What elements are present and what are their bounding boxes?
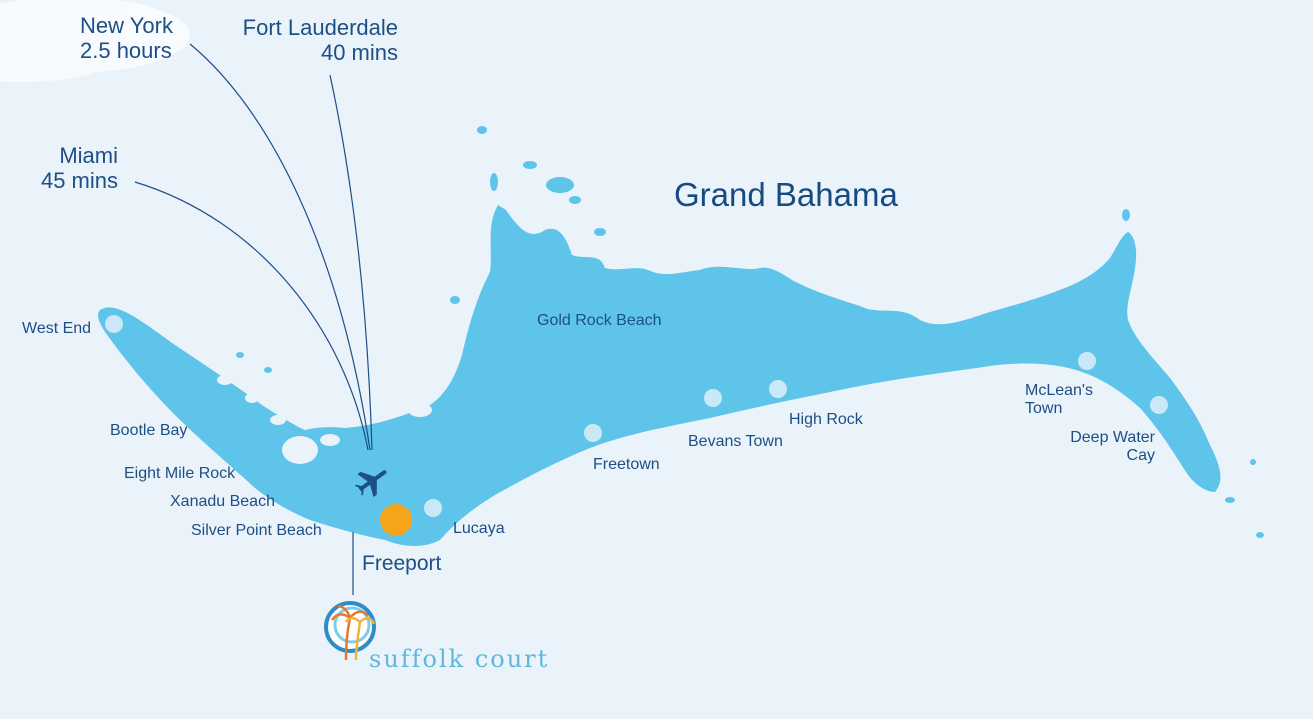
place-label-deep-water-cay: Deep Water Cay — [1070, 429, 1155, 465]
route-origin: New York — [80, 13, 173, 38]
place-label-bootle-bay: Bootle Bay — [110, 422, 188, 439]
place-label-west-end: West End — [22, 320, 92, 337]
route-label-fort-lauderdale: Fort Lauderdale 40 mins — [240, 15, 398, 66]
marker-lucaya — [424, 499, 442, 517]
marker-deep-water-cay — [1150, 396, 1168, 414]
route-label-miami: Miami 45 mins — [20, 143, 118, 194]
route-line-new-york — [189, 43, 371, 451]
marker-mcleans-town — [1078, 352, 1096, 370]
airplane-icon — [354, 470, 387, 498]
brand-name: suffolk court — [369, 645, 550, 673]
island-grand-bahama — [97, 205, 1221, 546]
place-label-silver-point-beach: Silver Point Beach — [191, 522, 322, 539]
route-line-miami — [134, 181, 369, 451]
place-label-freetown: Freetown — [593, 456, 660, 473]
route-time: 40 mins — [320, 40, 398, 66]
cloud-decoration — [0, 0, 190, 82]
route-label-new-york: New York 2.5 hours — [80, 13, 173, 64]
route-origin: Miami — [59, 143, 118, 168]
marker-west-end — [105, 315, 123, 333]
route-origin: Fort Lauderdale — [242, 15, 398, 40]
marker-bevans-town — [704, 389, 722, 407]
place-label-xanadu-beach: Xanadu Beach — [170, 493, 275, 510]
place-label-gold-rock-beach: Gold Rock Beach — [537, 312, 662, 329]
small-cays — [236, 126, 1264, 538]
location-markers — [105, 315, 1168, 517]
place-label-high-rock: High Rock — [789, 411, 863, 428]
place-label-eight-mile-rock: Eight Mile Rock — [124, 465, 236, 482]
hub-label-freeport: Freeport — [362, 552, 442, 575]
flight-routes — [134, 43, 373, 595]
route-line-fort-lauderdale — [329, 74, 373, 451]
place-label-lucaya: Lucaya — [453, 520, 505, 537]
marker-freetown — [584, 424, 602, 442]
map-title: Grand Bahama — [674, 176, 898, 213]
resort-dot-icon — [380, 504, 412, 536]
place-label-mcleans-town: McLean's Town — [1025, 382, 1093, 418]
place-label-bevans-town: Bevans Town — [688, 433, 783, 450]
inner-bays — [217, 375, 1036, 464]
palm-tree-logo-icon — [324, 601, 376, 661]
marker-high-rock — [769, 380, 787, 398]
route-time: 2.5 hours — [80, 38, 172, 64]
route-time: 45 mins — [40, 168, 118, 194]
